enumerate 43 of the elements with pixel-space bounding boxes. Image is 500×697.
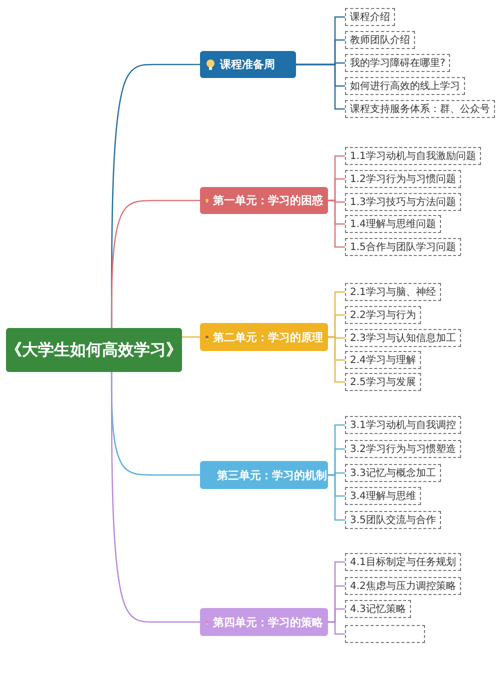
central-topic-box: 《大学生如何高效学习》 <box>6 328 182 372</box>
subtopic-box: 2.5学习与发展 <box>345 373 421 391</box>
topic-box <box>200 51 296 78</box>
subtopic-box: 1.3学习技巧与方法问题 <box>345 193 461 211</box>
connector-line <box>328 200 345 248</box>
connector-line <box>296 64 345 110</box>
subtopic-box: 3.3记忆与概念加工 <box>345 464 441 482</box>
topic-label: 第二单元：学习的原理 <box>213 330 323 344</box>
topic-label: 第四单元：学习的策略 <box>213 614 323 630</box>
connector-line <box>110 200 200 328</box>
connector-line <box>328 474 345 521</box>
topic-box <box>200 187 328 214</box>
topic-label: 第三单元：学习的机制 <box>217 468 327 482</box>
subtopic-box: 3.2学习行为与习惯塑造 <box>345 440 461 458</box>
subtopic-box: 教师团队介绍 <box>345 31 415 49</box>
topic-box <box>200 608 328 636</box>
subtopic-box: 1.5合作与团队学习问题 <box>345 238 461 256</box>
empty-subtopic-box <box>345 625 425 643</box>
topic-box <box>200 461 328 489</box>
topic-label: 课程准备周 <box>220 57 275 72</box>
subtopic-box: 2.2学习与行为 <box>345 306 421 324</box>
subtopic-box: 课程支持服务体系：群、公众号 <box>345 100 495 118</box>
connector-line <box>328 621 345 635</box>
topic-label: 第一单元：学习的困惑 <box>213 193 323 208</box>
subtopic-box: 1.1学习动机与自我激励问题 <box>345 147 481 165</box>
subtopic-box: 4.1目标制定与任务规划 <box>345 553 461 571</box>
subtopic-box: 我的学习障碍在哪里? <box>345 54 450 72</box>
connector-line <box>182 336 200 338</box>
subtopic-box: 3.5团队交流与合作 <box>345 511 441 529</box>
subtopic-box: 如何进行高效的线上学习 <box>345 77 465 95</box>
subtopic-box: 4.3记忆策略 <box>345 600 411 618</box>
subtopic-box: 2.4学习与理解 <box>345 351 421 369</box>
subtopic-box: 2.3学习与认知信息加工 <box>345 329 461 347</box>
subtopic-box: 3.4理解与思维 <box>345 487 421 505</box>
connector-line <box>110 372 200 623</box>
connector-line <box>328 336 345 383</box>
subtopic-box: 1.4理解与思维问题 <box>345 215 441 233</box>
subtopic-box: 2.1学习与脑、神经 <box>345 283 441 301</box>
topic-box <box>200 323 328 351</box>
subtopic-box: 3.1学习动机与自我调控 <box>345 416 461 434</box>
subtopic-box: 4.2焦虑与压力调控策略 <box>345 577 461 595</box>
subtopic-box: 课程介绍 <box>345 8 395 26</box>
subtopic-box: 1.2学习行为与习惯问题 <box>345 170 461 188</box>
